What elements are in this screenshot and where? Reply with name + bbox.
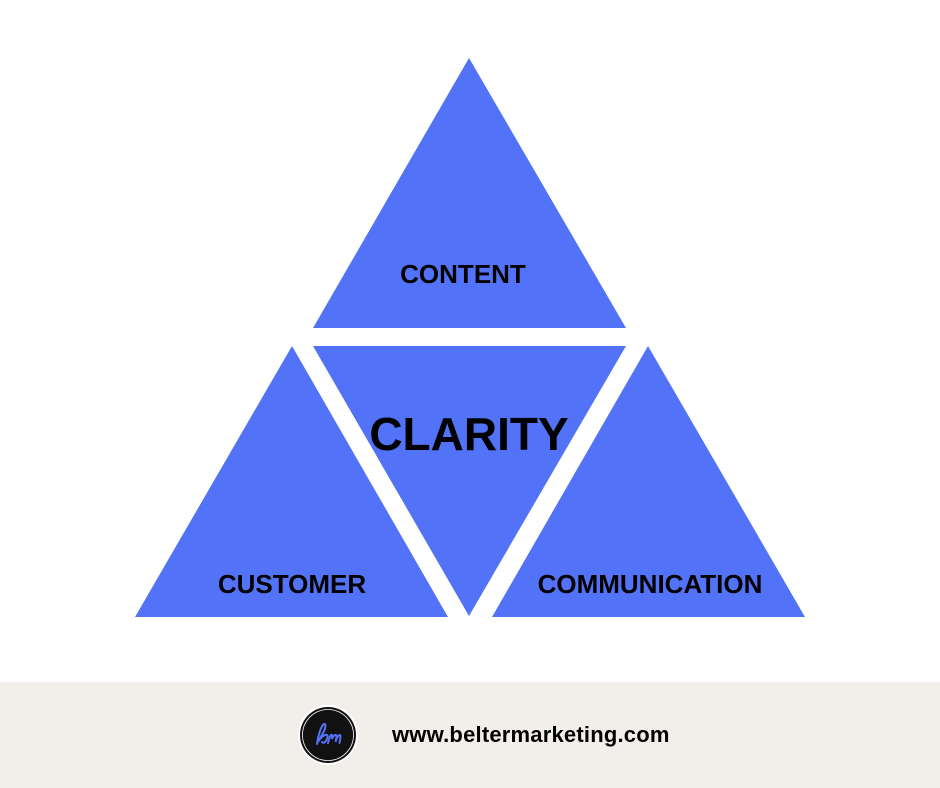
label-clarity: CLARITY [369, 408, 568, 460]
triangle-left [135, 346, 448, 617]
triangle-center [313, 346, 626, 616]
footer-bar: www.beltermarketing.com [0, 682, 940, 788]
label-customer: CUSTOMER [218, 569, 367, 599]
triangle-top [313, 58, 626, 328]
brand-logo-icon [298, 705, 358, 765]
triangle-right [492, 346, 805, 617]
label-communication: COMMUNICATION [538, 569, 763, 599]
website-link[interactable]: www.beltermarketing.com [392, 722, 670, 747]
clarity-triangle-diagram: CONTENT CLARITY CUSTOMER COMMUNICATION [135, 58, 805, 617]
label-content: CONTENT [400, 259, 526, 289]
